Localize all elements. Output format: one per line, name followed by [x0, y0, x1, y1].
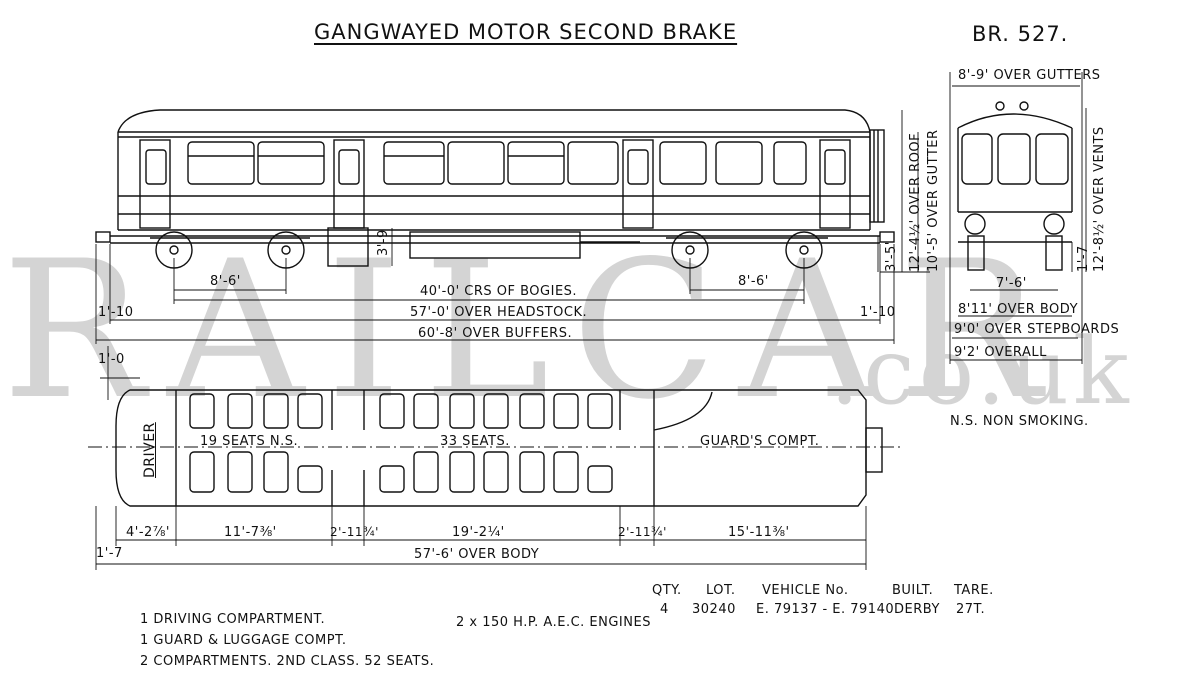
dim-overall: 9'2' OVERALL	[954, 345, 1047, 360]
dim-plan-over-body: 57'-6' OVER BODY	[414, 547, 540, 562]
table-cell-vehicle-no: E. 79137 - E. 79140	[756, 602, 895, 617]
note-guard-luggage: 1 GUARD & LUGGAGE COMPT.	[140, 633, 347, 648]
table-header-qty: QTY.	[652, 583, 682, 598]
dim-guard: 15'-11⅜'	[728, 525, 790, 540]
dim-vest1: 2'-11¾'	[330, 525, 379, 539]
dim-over-buffers: 60'-8' OVER BUFFERS.	[418, 326, 573, 341]
plan-seats	[189, 393, 613, 493]
dim-over-body: 8'11' OVER BODY	[958, 302, 1079, 317]
note-engines: 2 x 150 H.P. A.E.C. ENGINES	[456, 615, 651, 630]
dim-tank-height: 3'-9	[376, 229, 391, 256]
table-header-lot: LOT.	[706, 583, 736, 598]
label-seats-33: 33 SEATS.	[440, 434, 510, 449]
dim-end-left: 1'-10	[98, 305, 134, 320]
side-elevation-body	[117, 109, 885, 231]
dim-end-offset: 1'-7	[96, 546, 123, 561]
watermark-suffix: .co.uk	[830, 318, 1133, 425]
plan-dimensions	[88, 346, 900, 570]
side-elevation-underframe	[95, 227, 895, 269]
plan-outline	[115, 389, 883, 507]
end-elevation	[957, 101, 1073, 271]
legend-non-smoking: N.S. NON SMOKING.	[950, 414, 1089, 429]
dim-over-gutters: 8'-9' OVER GUTTERS	[958, 68, 1101, 83]
dim-comp2: 19'-2¼'	[452, 525, 505, 540]
dim-bogie-centres: 40'-0' CRS OF BOGIES.	[420, 284, 578, 299]
table-cell-lot: 30240	[692, 602, 736, 617]
dim-over-gutter: 10'-5' OVER GUTTER	[926, 129, 941, 272]
table-cell-built: DERBY	[894, 602, 940, 617]
dim-over-vents: 12'-8½' OVER VENTS	[1092, 126, 1107, 272]
table-cell-tare: 27T.	[956, 602, 986, 617]
label-driver: DRIVER	[142, 422, 158, 478]
label-seats-ns: 19 SEATS N.S.	[200, 434, 299, 449]
end-elevation-dimensions	[949, 72, 1087, 364]
label-guards-compt: GUARD'S COMPT.	[700, 434, 820, 449]
drawing-title: GANGWAYED MOTOR SECOND BRAKE	[314, 20, 738, 44]
drawing-number: BR. 527.	[972, 22, 1069, 46]
side-elevation-dimensions	[95, 110, 930, 344]
dim-cab: 4'-2⅞'	[126, 525, 170, 540]
dim-vest2: 2'-11¾'	[618, 525, 667, 539]
dim-bogie-wheelbase-right: 8'-6'	[738, 274, 769, 289]
dim-over-stepboards: 9'0' OVER STEPBOARDS	[954, 322, 1120, 337]
dim-bogie-wheelbase-left: 8'-6'	[210, 274, 241, 289]
dim-over-headstock: 57'-0' OVER HEADSTOCK.	[410, 305, 588, 320]
watermark: RAILCAR	[2, 220, 1064, 441]
table-cell-qty: 4	[660, 602, 669, 617]
table-header-tare: TARE.	[954, 583, 994, 598]
note-compartments: 2 COMPARTMENTS. 2ND CLASS. 52 SEATS.	[140, 654, 435, 669]
table-header-vehicle-no: VEHICLE No.	[762, 583, 849, 598]
dim-over-roof: 12'-4½' OVER ROOF	[908, 132, 923, 272]
note-driving-compartment: 1 DRIVING COMPARTMENT.	[140, 612, 326, 627]
dim-step-height: 1'-7	[1076, 245, 1091, 272]
dim-end-right: 1'-10	[860, 305, 896, 320]
dim-comp1: 11'-7⅜'	[224, 525, 277, 540]
dim-gangway: 1'-0	[98, 352, 125, 367]
dim-end-bogie-centres: 7'-6'	[996, 276, 1027, 291]
table-header-built: BUILT.	[892, 583, 934, 598]
dim-buffer-height: 3'-5'	[884, 241, 899, 272]
